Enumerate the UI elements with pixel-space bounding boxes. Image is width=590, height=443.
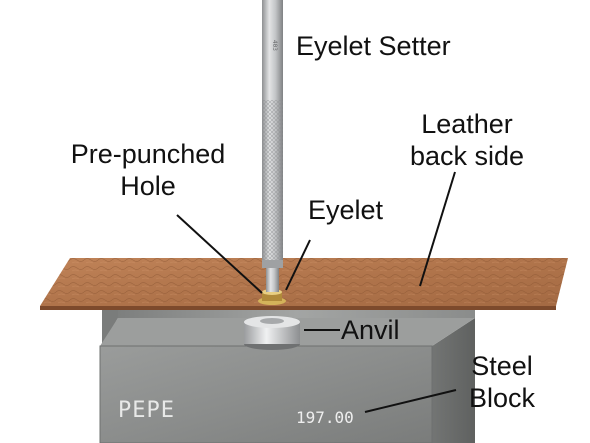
block-stamp-maker: PEPE: [118, 398, 175, 423]
label-anvil: Anvil: [341, 315, 400, 345]
label-steel-line2: Block: [468, 383, 536, 413]
label-steel-line1: Steel: [471, 351, 533, 381]
label-leather-back-side: Leather back side: [392, 108, 542, 172]
leader-lines: [176, 171, 457, 413]
block-stamp-weight: 197.00: [296, 408, 354, 427]
label-leather-line2: back side: [409, 141, 525, 171]
leader-eyelet: [285, 239, 311, 291]
leather-sheet: [40, 258, 568, 310]
leader-steel: [364, 389, 457, 413]
anvil: [244, 316, 300, 350]
label-prepunched-line1: Pre-punched: [70, 139, 226, 169]
label-prepunched-hole: Pre-punched Hole: [50, 138, 246, 202]
label-eyelet: Eyelet: [308, 195, 384, 225]
svg-text:403: 403: [271, 40, 278, 51]
leader-leather: [419, 171, 456, 287]
label-prepunched-line2: Hole: [120, 171, 176, 201]
label-steel-block: Steel Block: [454, 350, 550, 414]
label-eyelet-setter: Eyelet Setter: [296, 31, 451, 61]
leader-prepunched: [176, 214, 263, 294]
label-leather-line1: Leather: [421, 109, 513, 139]
eyelet-setter-tool: 403: [262, 0, 283, 292]
